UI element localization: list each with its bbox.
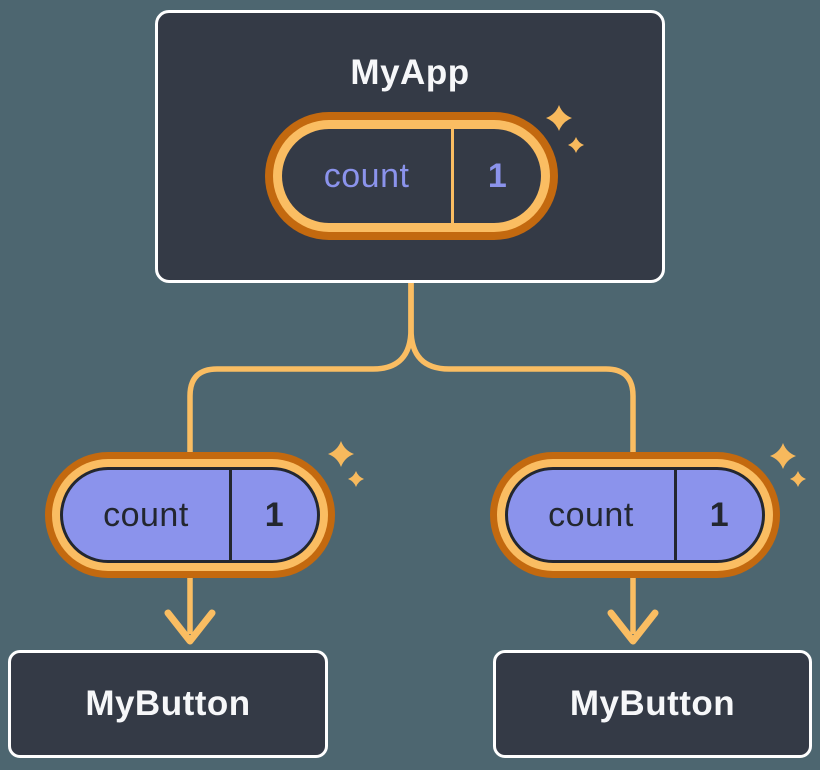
sparkle-icon xyxy=(328,441,364,487)
prop-pill: count 1 xyxy=(490,452,780,578)
pill-glow-ring: count 1 xyxy=(273,120,550,232)
fork-connector-left xyxy=(187,281,414,634)
prop-name-label: count xyxy=(103,495,189,534)
component-title: MyApp xyxy=(350,53,470,92)
pill-glow-ring: count 1 xyxy=(52,459,328,571)
sparkle-icon xyxy=(546,105,584,153)
component-title: MyButton xyxy=(85,684,251,723)
arrow-down-icon xyxy=(607,609,659,645)
pill-divider xyxy=(673,470,677,560)
component-title: MyButton xyxy=(569,684,736,723)
mybutton-card-2: MyButton xyxy=(493,650,812,758)
mybutton-card-1: MyButton xyxy=(8,650,328,758)
state-value: 1 xyxy=(487,156,508,195)
state-pill: count 1 xyxy=(265,112,558,240)
pill-divider xyxy=(451,129,455,223)
fork-connector-right xyxy=(408,281,636,634)
prop-value: 1 xyxy=(709,495,730,534)
prop-name-label: count xyxy=(548,495,634,534)
pill-divider xyxy=(228,470,232,560)
sparkle-icon xyxy=(770,443,806,487)
prop-value: 1 xyxy=(264,495,285,534)
arrow-down-icon xyxy=(164,609,216,645)
pill-glow-ring: count 1 xyxy=(497,459,773,571)
prop-pill: count 1 xyxy=(45,452,335,578)
state-name-label: count xyxy=(323,156,410,195)
